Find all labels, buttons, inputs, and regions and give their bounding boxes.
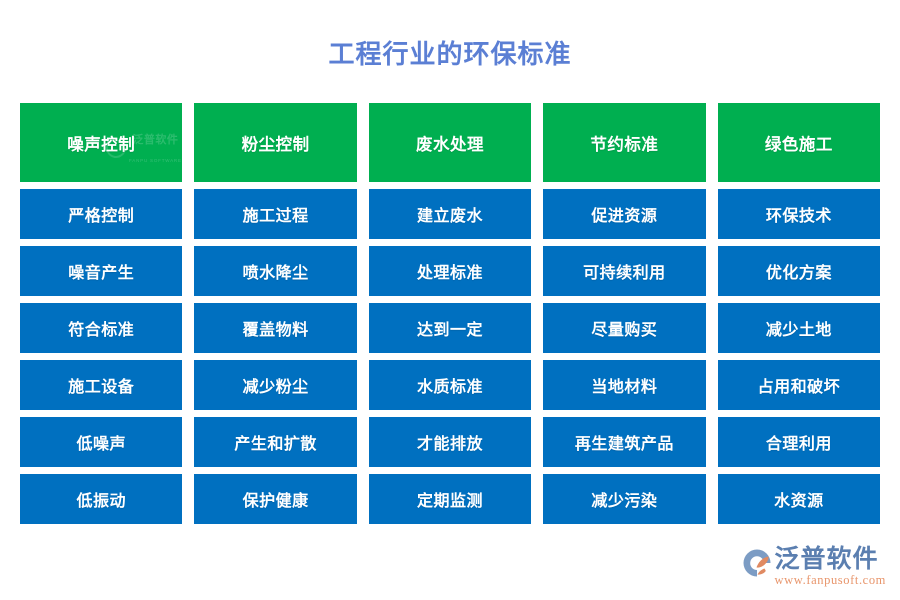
matrix-cell[interactable]: 才能排放 <box>368 417 532 467</box>
matrix-cell-label: 施工设备 <box>68 379 135 396</box>
fanpu-logo: 泛普软件 www.fanpusoft.com <box>742 546 886 592</box>
matrix-cell-label: 建立废水 <box>417 208 484 225</box>
matrix-cell-label: 减少污染 <box>591 493 658 510</box>
matrix-cell[interactable]: 符合标准 <box>20 303 183 353</box>
matrix-cell-label: 喷水降尘 <box>242 265 309 282</box>
matrix-header-label-5: 绿色施工 <box>764 135 833 154</box>
matrix-header-cell-1[interactable]: 噪声控制 泛普软件 FANPU SOFTWARE <box>20 103 183 182</box>
matrix-cell-label: 环保技术 <box>765 208 832 225</box>
fanpu-logo-name: 泛普软件 <box>774 545 879 573</box>
matrix-cell-label: 减少土地 <box>765 322 832 339</box>
matrix-cell[interactable]: 合理利用 <box>717 417 881 467</box>
matrix-cell[interactable]: 减少污染 <box>543 474 706 524</box>
fanpu-watermark-text: 泛普软件 <box>132 134 179 146</box>
matrix-cell-label: 优化方案 <box>765 265 832 282</box>
matrix-cell-label: 促进资源 <box>591 208 658 225</box>
standards-matrix: 噪声控制 泛普软件 FANPU SOFTWARE 粉尘控制 废水处理 节约标准 <box>20 103 881 524</box>
matrix-cell[interactable]: 喷水降尘 <box>194 246 357 296</box>
matrix-row: 低噪声 产生和扩散 才能排放 再生建筑产品 合理利用 <box>20 417 881 467</box>
matrix-row: 施工设备 减少粉尘 水质标准 当地材料 占用和破坏 <box>20 360 881 410</box>
matrix-row: 符合标准 覆盖物料 达到一定 尽量购买 减少土地 <box>20 303 881 353</box>
fanpu-watermark-subtext: FANPU SOFTWARE <box>129 158 182 163</box>
matrix-cell-label: 低噪声 <box>76 436 126 453</box>
matrix-cell[interactable]: 达到一定 <box>368 303 532 353</box>
matrix-cell-label: 合理利用 <box>765 436 832 453</box>
matrix-cell[interactable]: 覆盖物料 <box>194 303 357 353</box>
matrix-cell[interactable]: 优化方案 <box>717 246 881 296</box>
matrix-cell-label: 尽量购买 <box>591 322 658 339</box>
matrix-header-label-4: 节约标准 <box>590 135 659 154</box>
matrix-cell-label: 占用和破坏 <box>757 379 841 396</box>
matrix-cell[interactable]: 减少土地 <box>717 303 881 353</box>
matrix-cell[interactable]: 低振动 <box>20 474 183 524</box>
matrix-cell-label: 定期监测 <box>417 493 484 510</box>
matrix-cell[interactable]: 产生和扩散 <box>194 417 357 467</box>
matrix-cell-label: 施工过程 <box>242 208 309 225</box>
matrix-cell[interactable]: 减少粉尘 <box>194 360 357 410</box>
matrix-header-row: 噪声控制 泛普软件 FANPU SOFTWARE 粉尘控制 废水处理 节约标准 <box>20 103 881 182</box>
matrix-header-cell-5[interactable]: 绿色施工 <box>717 103 881 182</box>
matrix-cell[interactable]: 环保技术 <box>717 189 881 239</box>
matrix-cell[interactable]: 低噪声 <box>20 417 183 467</box>
matrix-cell-label: 水质标准 <box>417 379 484 396</box>
matrix-cell-label: 保护健康 <box>242 493 309 510</box>
matrix-cell-label: 噪音产生 <box>68 265 135 282</box>
matrix-cell[interactable]: 定期监测 <box>368 474 532 524</box>
matrix-cell[interactable]: 保护健康 <box>194 474 357 524</box>
matrix-cell[interactable]: 处理标准 <box>368 246 532 296</box>
matrix-cell[interactable]: 水资源 <box>717 474 881 524</box>
fanpu-logo-url: www.fanpusoft.com <box>774 573 886 587</box>
fanpu-logo-text: 泛普软件 www.fanpusoft.com <box>775 546 886 587</box>
matrix-header-label-3: 废水处理 <box>416 135 485 154</box>
matrix-cell[interactable]: 噪音产生 <box>20 246 183 296</box>
matrix-cell[interactable]: 水质标准 <box>368 360 532 410</box>
matrix-cell-label: 才能排放 <box>417 436 484 453</box>
matrix-cell-label: 产生和扩散 <box>234 436 317 453</box>
matrix-cell[interactable]: 建立废水 <box>368 189 532 239</box>
matrix-cell[interactable]: 施工设备 <box>20 360 183 410</box>
matrix-header-cell-2[interactable]: 粉尘控制 <box>194 103 357 182</box>
matrix-cell-label: 可持续利用 <box>583 265 666 282</box>
matrix-cell[interactable]: 施工过程 <box>194 189 357 239</box>
matrix-cell-label: 处理标准 <box>417 265 484 282</box>
matrix-cell[interactable]: 严格控制 <box>20 189 183 239</box>
matrix-cell[interactable]: 再生建筑产品 <box>543 417 706 467</box>
matrix-cell-label: 再生建筑产品 <box>574 436 674 453</box>
matrix-header-cell-4[interactable]: 节约标准 <box>543 103 706 182</box>
page-title: 工程行业的环保标准 <box>328 39 572 69</box>
matrix-cell-label: 减少粉尘 <box>242 379 309 396</box>
matrix-cell-label: 达到一定 <box>417 322 484 339</box>
matrix-cell-label: 覆盖物料 <box>242 322 309 339</box>
matrix-cell[interactable]: 促进资源 <box>543 189 706 239</box>
matrix-row: 噪音产生 喷水降尘 处理标准 可持续利用 优化方案 <box>20 246 881 296</box>
fanpu-logo-icon <box>742 548 772 578</box>
matrix-cell[interactable]: 尽量购买 <box>543 303 706 353</box>
matrix-row: 低振动 保护健康 定期监测 减少污染 水资源 <box>20 474 881 524</box>
matrix-cell[interactable]: 占用和破坏 <box>717 360 881 410</box>
matrix-cell-label: 低振动 <box>76 493 126 510</box>
matrix-row: 严格控制 施工过程 建立废水 促进资源 环保技术 <box>20 189 881 239</box>
matrix-cell[interactable]: 当地材料 <box>543 360 706 410</box>
matrix-header-label-2: 粉尘控制 <box>241 135 310 154</box>
matrix-cell[interactable]: 可持续利用 <box>543 246 706 296</box>
matrix-cell-label: 严格控制 <box>68 208 135 225</box>
matrix-cell-label: 水资源 <box>774 493 824 510</box>
matrix-cell-label: 当地材料 <box>591 379 658 396</box>
matrix-header-cell-3[interactable]: 废水处理 <box>368 103 532 182</box>
matrix-cell-label: 符合标准 <box>68 322 135 339</box>
matrix-header-label-1: 噪声控制 <box>67 135 136 154</box>
